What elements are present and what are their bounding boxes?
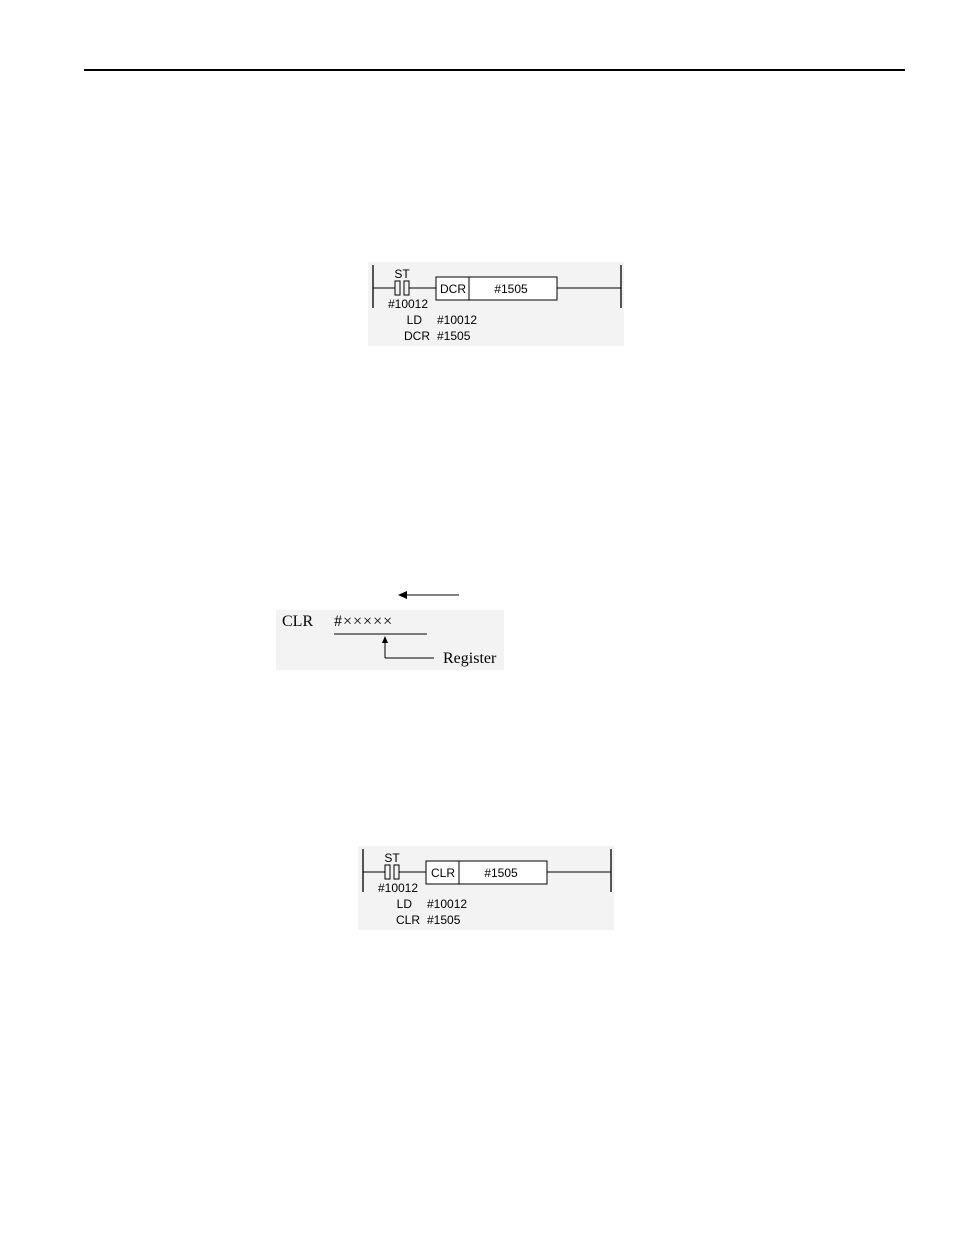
listing-op: LD — [407, 313, 423, 327]
format-mnemonic: CLR — [282, 613, 313, 630]
figure-background — [276, 610, 504, 670]
listing-arg: #1505 — [427, 913, 461, 927]
listing-arg: #10012 — [437, 313, 477, 327]
instruction-mnemonic: DCR — [440, 282, 466, 296]
clr-format-diagram: CLR #××××× Register — [276, 591, 504, 670]
clr-format-figure: CLR #××××× Register — [276, 584, 506, 672]
instruction-operand: #1505 — [484, 866, 518, 880]
contact-left-plate — [384, 864, 391, 880]
instruction-operand: #1505 — [494, 282, 528, 296]
listing-op: DCR — [404, 329, 430, 343]
contact-left-plate — [394, 280, 401, 296]
contact-address: #10012 — [378, 881, 418, 895]
arrow-up-icon — [382, 636, 388, 643]
listing-arg: #10012 — [427, 897, 467, 911]
contact-address: #10012 — [388, 297, 428, 311]
figure-background — [368, 262, 624, 346]
arrow-head-icon — [398, 591, 407, 599]
clr-ladder-diagram: ST #10012 CLR #1505 LD #10012 CLR #1505 — [358, 846, 614, 930]
format-operand: #××××× — [334, 613, 393, 630]
header-rule — [84, 69, 905, 71]
listing-op: CLR — [396, 913, 420, 927]
clr-ladder-figure: ST #10012 CLR #1505 LD #10012 CLR #1505 — [356, 846, 616, 930]
dcr-ladder-figure: ST #10012 DCR #1505 LD #10012 DCR #1505 — [366, 262, 626, 346]
figure-background — [358, 846, 614, 930]
contact-label: ST — [384, 851, 400, 865]
listing-op: LD — [397, 897, 413, 911]
listing-arg: #1505 — [437, 329, 471, 343]
register-label: Register — [443, 650, 497, 667]
instruction-mnemonic: CLR — [431, 866, 455, 880]
contact-label: ST — [394, 267, 410, 281]
dcr-ladder-diagram: ST #10012 DCR #1505 LD #10012 DCR #1505 — [368, 262, 624, 346]
